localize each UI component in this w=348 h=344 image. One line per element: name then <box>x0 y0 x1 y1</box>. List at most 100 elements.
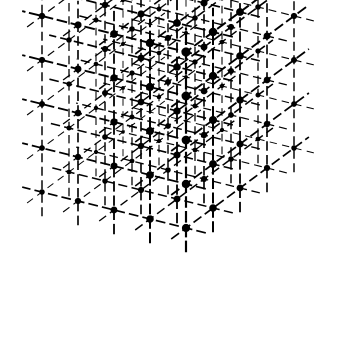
atom-1-0-1 <box>174 196 181 203</box>
atom-1-2-2 <box>201 88 208 95</box>
atom-3-2-0 <box>75 110 82 117</box>
atom-2-0-3 <box>193 148 198 153</box>
atom-2-2-0 <box>110 118 117 125</box>
atom-2-1-1 <box>138 143 144 149</box>
atom-3-1-4 <box>184 75 188 79</box>
atom-2-0-0 <box>111 207 118 214</box>
atom-0-0-3 <box>264 165 270 171</box>
atom-1-4-2 <box>200 0 207 7</box>
atom-2-1-3 <box>192 103 197 108</box>
atom-4-3-3 <box>121 0 125 2</box>
atom-3-0-3 <box>157 139 161 143</box>
atom-4-3-1 <box>66 37 72 43</box>
atom-0-1-0 <box>182 180 190 188</box>
atom-4-0-2 <box>94 150 98 154</box>
atom-1-2-1 <box>173 107 180 114</box>
atom-1-1-2 <box>201 132 207 138</box>
atom-0-2-2 <box>236 96 243 103</box>
atom-0-2-1 <box>209 116 217 124</box>
atom-0-1-3 <box>264 121 270 127</box>
atom-3-1-1 <box>102 134 108 140</box>
atom-1-2-0 <box>146 127 154 135</box>
atom-0-2-0 <box>182 136 191 145</box>
atom-3-4-1 <box>102 2 108 8</box>
atom-4-2-0 <box>39 101 45 107</box>
atom-3-0-2 <box>130 159 135 164</box>
atom-3-1-3 <box>157 95 161 99</box>
atom-0-2-4 <box>291 57 297 63</box>
atom-0-3-1 <box>209 72 217 80</box>
atom-4-2-1 <box>66 81 71 86</box>
atom-2-1-2 <box>165 123 171 129</box>
atom-2-3-2 <box>165 35 171 41</box>
atom-3-3-0 <box>75 66 82 73</box>
atom-4-0-4 <box>149 111 152 114</box>
atom-1-3-2 <box>201 44 208 51</box>
atom-0-3-3 <box>264 33 271 40</box>
atom-2-0-1 <box>138 187 144 193</box>
atom-0-1-1 <box>209 160 217 168</box>
atom-1-0-2 <box>201 176 207 182</box>
atom-4-1-3 <box>121 86 125 90</box>
atom-1-1-1 <box>173 151 180 158</box>
atom-1-1-3 <box>228 112 234 118</box>
atom-2-2-2 <box>165 79 171 85</box>
atom-3-0-0 <box>75 198 81 204</box>
atom-2-2-3 <box>192 59 197 64</box>
atom-0-0-1 <box>209 204 217 212</box>
atom-0-4-2 <box>236 8 244 16</box>
atom-4-0-1 <box>67 170 72 175</box>
atom-4-1-1 <box>66 125 71 130</box>
atom-4-1-0 <box>39 145 45 151</box>
atom-1-1-0 <box>146 171 154 179</box>
atom-2-1-4 <box>220 84 224 88</box>
atom-2-0-2 <box>165 167 171 173</box>
atom-2-4-1 <box>137 10 144 17</box>
atom-3-1-2 <box>129 114 134 119</box>
atom-3-2-3 <box>157 51 162 56</box>
atom-4-1-2 <box>94 106 98 110</box>
atom-0-1-2 <box>236 140 243 147</box>
atom-1-2-3 <box>228 68 234 74</box>
atom-4-2-3 <box>121 42 125 46</box>
atom-2-1-0 <box>110 162 117 169</box>
atom-3-0-4 <box>184 119 187 122</box>
atom-3-4-0 <box>74 21 81 28</box>
atom-1-3-0 <box>146 83 154 91</box>
atom-3-2-2 <box>129 70 134 75</box>
atom-3-3-1 <box>102 46 108 52</box>
atom-3-2-4 <box>184 31 188 35</box>
atom-1-2-4 <box>255 48 260 53</box>
atom-4-2-2 <box>94 62 99 67</box>
atom-0-3-4 <box>291 13 297 19</box>
atom-1-3-4 <box>255 4 261 10</box>
atom-1-0-4 <box>256 137 261 142</box>
atom-3-1-0 <box>75 154 81 160</box>
atom-1-4-0 <box>146 39 155 48</box>
atom-1-0-0 <box>146 215 154 223</box>
atom-4-4-0 <box>39 13 45 19</box>
atom-2-0-4 <box>220 128 224 132</box>
atom-2-2-4 <box>220 40 225 45</box>
atom-4-0-0 <box>39 189 45 195</box>
atom-0-3-0 <box>182 92 191 101</box>
atom-3-2-1 <box>102 90 108 96</box>
atom-0-4-0 <box>181 47 190 56</box>
atom-4-2-4 <box>148 22 151 25</box>
atom-0-1-4 <box>291 101 297 107</box>
atom-4-1-4 <box>148 66 151 69</box>
atom-1-0-3 <box>228 156 234 162</box>
atom-0-0-4 <box>291 145 297 151</box>
atom-1-4-1 <box>173 19 181 27</box>
atom-0-0-0 <box>182 224 190 232</box>
atom-4-3-2 <box>94 18 99 23</box>
atom-2-4-0 <box>110 30 118 38</box>
atom-1-3-1 <box>173 63 181 71</box>
atom-2-3-0 <box>110 74 118 82</box>
atom-0-3-2 <box>236 52 244 60</box>
atom-1-1-4 <box>255 92 260 97</box>
atom-2-2-1 <box>138 99 145 106</box>
atom-3-0-1 <box>102 178 108 184</box>
